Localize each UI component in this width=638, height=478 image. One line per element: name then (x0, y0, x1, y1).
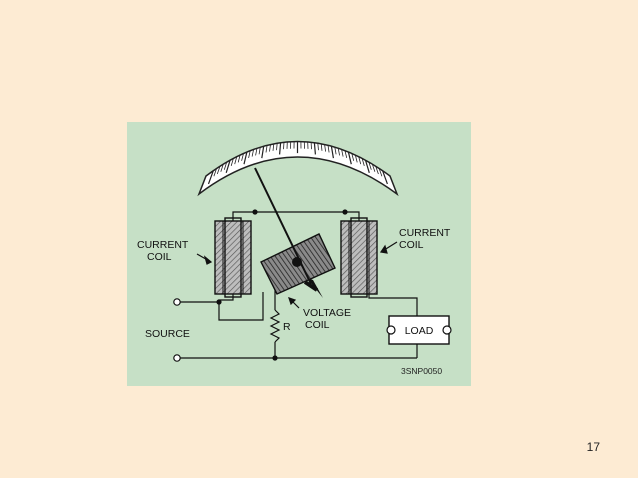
scale-tick (354, 154, 358, 163)
scale-tick (351, 153, 355, 161)
scale-tick (347, 151, 352, 165)
scale-tick (317, 143, 319, 151)
scale-tick (213, 168, 217, 177)
scale-tick (255, 148, 258, 156)
scale-tick (337, 148, 340, 156)
scale-tick (248, 150, 251, 158)
scale-tick (223, 161, 228, 170)
scale-tick (225, 160, 231, 173)
scale-tick (313, 142, 316, 155)
scale-tick (258, 147, 261, 155)
meter-pointer (254, 167, 323, 298)
scale-tick (283, 142, 285, 150)
scale-tick (344, 150, 348, 158)
scale-tick (230, 158, 234, 167)
current-coil-right-label-2: COIL (399, 239, 424, 251)
scale-tick (361, 158, 365, 167)
voltage-coil (260, 233, 336, 295)
voltage-coil-label-1: VOLTAGE (303, 307, 351, 319)
scale-tick (241, 153, 244, 161)
scale-tick (341, 149, 344, 157)
scale-tick (251, 149, 254, 157)
page-number: 17 (586, 440, 600, 454)
load-label: LOAD (405, 325, 434, 337)
current-coil-left-label-2: COIL (147, 251, 172, 263)
meter-scale (197, 140, 399, 197)
leader-lines (196, 241, 398, 309)
scale-tick (279, 142, 282, 155)
current-coil-left-label-1: CURRENT (137, 239, 189, 251)
scale-tick (375, 166, 379, 175)
current-coil-right (340, 217, 378, 298)
scale-tick (378, 168, 383, 177)
scale-tick (272, 143, 275, 151)
scale-tick (364, 160, 370, 173)
scale-tick (320, 143, 323, 151)
figure-code: 3SNP0050 (401, 366, 442, 376)
wattmeter-diagram: LOAD CURRENT COIL CURRENT COIL VOLTAGE C… (127, 122, 471, 386)
current-coil-left (214, 217, 252, 298)
resistor-label: R (283, 321, 291, 333)
scale-tick (358, 156, 362, 165)
source-label: SOURCE (145, 328, 190, 340)
circuit-wiring (179, 209, 418, 361)
scale-ticks (207, 141, 388, 185)
load-box: LOAD (386, 315, 452, 345)
scale-tick (371, 163, 376, 172)
scale-tick (330, 146, 334, 159)
current-coil-right-label-1: CURRENT (399, 227, 451, 239)
scale-tick (243, 151, 248, 165)
source-terminals (173, 298, 181, 362)
scale-tick (276, 143, 278, 151)
scale-tick (269, 144, 271, 152)
scale-tick (234, 156, 238, 165)
scale-tick (207, 170, 214, 185)
scale-tick (334, 147, 337, 155)
scale-tick (382, 170, 388, 185)
scale-tick (324, 144, 326, 152)
scale-tick (261, 146, 265, 159)
scale-tick (216, 166, 221, 175)
scale-tick (265, 145, 268, 153)
scale-tick (368, 161, 372, 170)
scale-tick (327, 145, 330, 153)
scale-tick (237, 154, 241, 163)
scale-tick (220, 163, 224, 172)
voltage-coil-label-2: COIL (305, 319, 330, 331)
